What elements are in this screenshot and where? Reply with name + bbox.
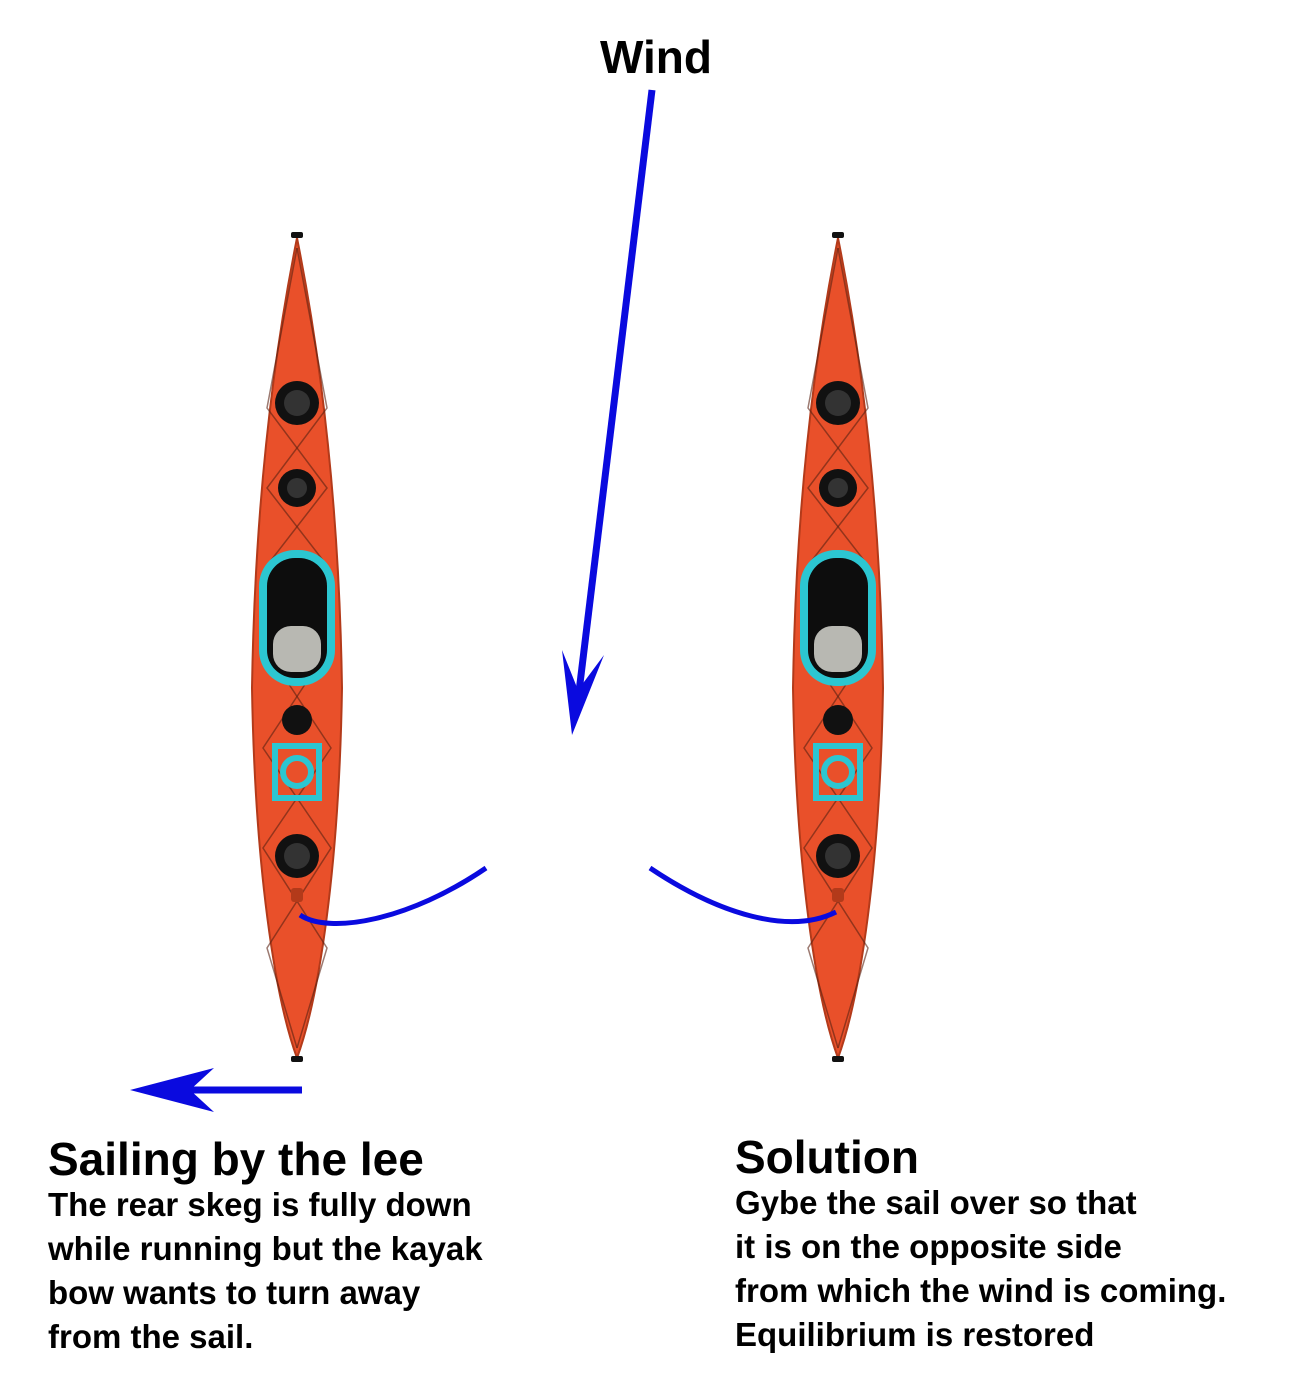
left-line: The rear skeg is fully down (48, 1186, 472, 1223)
left-line: bow wants to turn away (48, 1274, 421, 1311)
right-line: Equilibrium is restored (735, 1316, 1095, 1353)
left-description: The rear skeg is fully down while runnin… (48, 1183, 483, 1359)
left-kayak-icon (252, 232, 342, 1062)
wind-arrow-icon (562, 89, 656, 735)
right-line: Gybe the sail over so that (735, 1184, 1137, 1221)
right-line: from which the wind is coming. (735, 1272, 1227, 1309)
drift-arrow-icon (130, 1068, 302, 1112)
left-line: while running but the kayak (48, 1230, 483, 1267)
left-heading: Sailing by the lee (48, 1133, 424, 1185)
right-description: Gybe the sail over so that it is on the … (735, 1181, 1226, 1357)
right-kayak-icon (793, 232, 883, 1062)
wind-label: Wind (600, 31, 712, 83)
right-line: it is on the opposite side (735, 1228, 1122, 1265)
left-line: from the sail. (48, 1318, 254, 1355)
left-sail-line-icon (298, 865, 488, 926)
right-heading: Solution (735, 1131, 919, 1183)
right-sail-line-icon (648, 865, 838, 925)
